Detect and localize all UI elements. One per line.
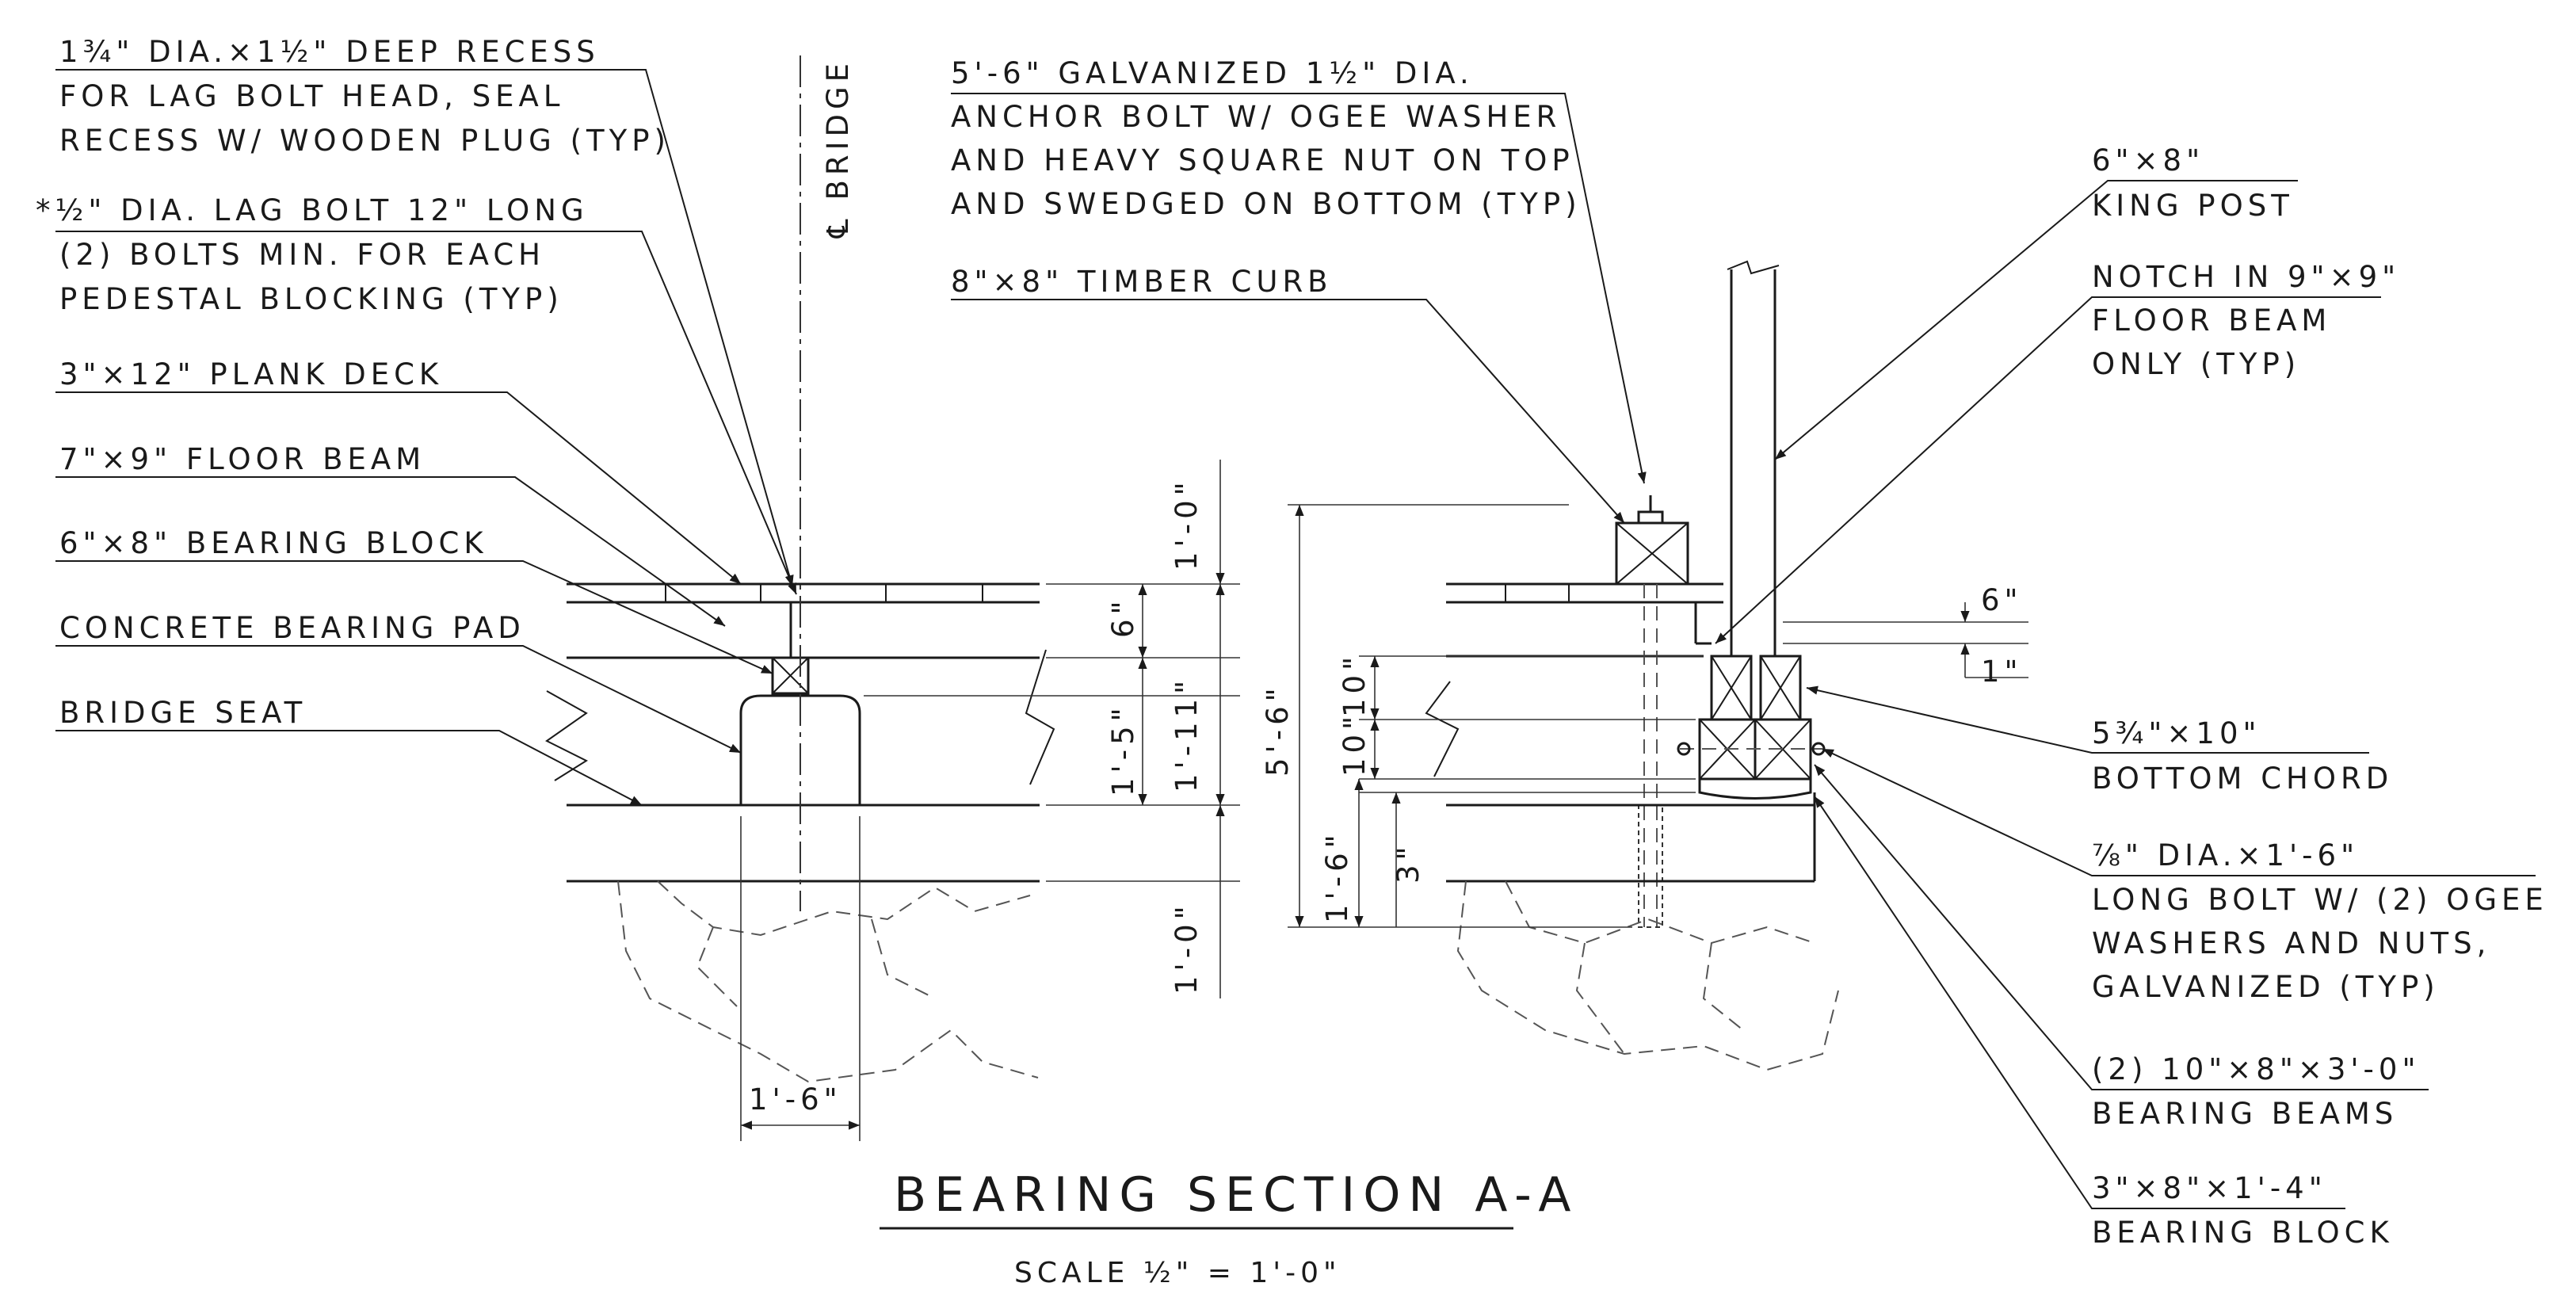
dim-1ft-11in: 1'-11"	[1170, 676, 1204, 792]
right-dim-labels: 5'-6" 10" 10" 1'-6" 3" 6" 1"	[1261, 583, 2023, 923]
note-notch-line-3: ONLY (TYP)	[2092, 347, 2300, 381]
right-deck-shape	[1446, 582, 1723, 658]
note-notch-line-1: NOTCH IN 9"×9"	[2092, 260, 2400, 294]
note-floor-beam: 7"×9" FLOOR BEAM	[59, 442, 426, 476]
note-anchor-bolt-line-2: ANCHOR BOLT W/ OGEE WASHER	[951, 100, 1561, 134]
plank-deck-shape	[567, 582, 1040, 604]
king-post-shape	[1727, 260, 1780, 656]
bridge-seat-shape	[545, 649, 1055, 883]
right-notes: 5'-6" GALVANIZED 1½" DIA. ANCHOR BOLT W/…	[951, 56, 2548, 1250]
dim-width-1ft-6in: 1'-6"	[749, 1082, 842, 1117]
note-bearing-block-line-1: 3"×8"×1'-4"	[2092, 1171, 2327, 1205]
centerline-label: ℄ BRIDGE	[821, 59, 855, 239]
dim-1ft-5in: 1'-5"	[1106, 703, 1140, 796]
note-bridge-seat: BRIDGE SEAT	[59, 696, 307, 730]
note-bearing-block-line-2: BEARING BLOCK	[2092, 1216, 2394, 1250]
bottom-chord-shape	[1710, 655, 1802, 721]
dim-top-1ft: 1'-0"	[1170, 477, 1204, 571]
left-dimension-lines	[740, 460, 1240, 1141]
note-king-post-line-2: KING POST	[2092, 189, 2294, 223]
note-notch-line-2: FLOOR BEAM	[2092, 304, 2331, 338]
right-section	[1425, 260, 1839, 1071]
bearing-beams-shape	[1677, 718, 1826, 781]
note-bearing-beams-line-1: (2) 10"×8"×3'-0"	[2092, 1052, 2420, 1086]
dim-3in: 3"	[1391, 842, 1425, 884]
timber-curb-shape	[1615, 495, 1689, 586]
dim-6in-right: 6"	[1981, 583, 2023, 617]
note-long-bolt-line-1: ⅞" DIA.×1'-6"	[2092, 838, 2359, 872]
note-recess-line-1: 1¾" DIA.×1½" DEEP RECESS	[59, 35, 600, 69]
title-block: BEARING SECTION A-A SCALE ½" = 1'-0"	[880, 1167, 1578, 1289]
note-king-post-line-1: 6"×8"	[2092, 143, 2204, 178]
note-anchor-bolt-line-1: 5'-6" GALVANIZED 1½" DIA.	[951, 56, 1474, 90]
note-bearing-block: 6"×8" BEARING BLOCK	[59, 526, 488, 560]
note-concrete-pad: CONCRETE BEARING PAD	[59, 611, 525, 645]
dim-1ft-6in-right: 1'-6"	[1320, 830, 1354, 923]
note-recess-line-2: FOR LAG BOLT HEAD, SEAL	[59, 79, 564, 113]
note-lag-bolt-line-3: PEDESTAL BLOCKING (TYP)	[59, 282, 563, 316]
note-recess-line-3: RECESS W/ WOODEN PLUG (TYP)	[59, 124, 670, 158]
dim-10in-a: 10"	[1338, 652, 1372, 717]
note-lag-bolt-line-2: (2) BOLTS MIN. FOR EACH	[59, 238, 545, 272]
anchor-bolt-shape	[1638, 584, 1663, 928]
note-anchor-bolt-line-3: AND HEAVY SQUARE NUT ON TOP	[951, 143, 1574, 178]
dim-bottom-1ft: 1'-0"	[1170, 901, 1204, 994]
dim-10in-b: 10"	[1338, 712, 1372, 777]
note-bearing-beams-line-2: BEARING BEAMS	[2092, 1097, 2398, 1131]
note-long-bolt-line-2: LONG BOLT W/ (2) OGEE	[2092, 883, 2548, 917]
note-timber-curb: 8"×8" TIMBER CURB	[951, 265, 1333, 299]
note-lag-bolt-line-1: *½" DIA. LAG BOLT 12" LONG	[36, 193, 589, 227]
right-bearing-block-shape	[1698, 779, 1812, 800]
note-long-bolt-line-3: WASHERS AND NUTS,	[2092, 926, 2490, 960]
dim-1in: 1"	[1981, 655, 2023, 689]
bearing-block-shape	[771, 602, 810, 695]
dim-total-5ft-6in: 5'-6"	[1261, 683, 1295, 777]
note-bottom-chord-line-2: BOTTOM CHORD	[2092, 762, 2393, 796]
note-bottom-chord-line-1: 5¾"×10"	[2092, 716, 2261, 750]
left-notes: 1¾" DIA.×1½" DEEP RECESS FOR LAG BOLT HE…	[36, 35, 855, 730]
scale-note: SCALE ½" = 1'-0"	[1014, 1257, 1341, 1289]
section-title: BEARING SECTION A-A	[894, 1167, 1578, 1223]
left-section	[545, 55, 1055, 1083]
rock-outline	[617, 880, 1039, 1083]
note-long-bolt-line-4: GALVANIZED (TYP)	[2092, 970, 2440, 1004]
dim-6in: 6"	[1106, 596, 1140, 638]
note-anchor-bolt-line-4: AND SWEDGED ON BOTTOM (TYP)	[951, 187, 1582, 221]
left-dim-labels: 1'-0" 6" 1'-5" 1'-11" 1'-0" 1'-6"	[749, 477, 1204, 1117]
right-dimension-lines	[1288, 504, 2028, 928]
note-plank-deck: 3"×12" PLANK DECK	[59, 357, 443, 391]
leader-lines	[55, 69, 2536, 1209]
